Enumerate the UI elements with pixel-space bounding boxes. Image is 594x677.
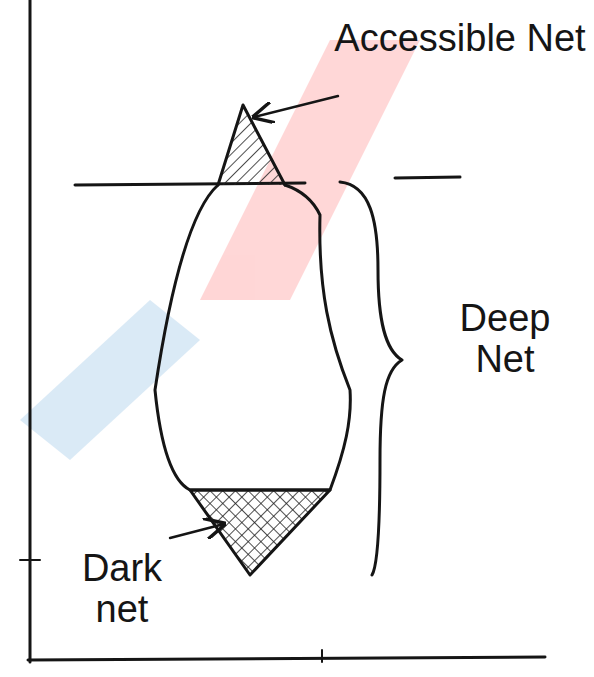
- axis-line: [28, 657, 545, 660]
- leader-arrow: [254, 96, 338, 117]
- surface-line: [395, 177, 460, 178]
- tick-mark: [321, 650, 323, 662]
- axis-line: [29, 0, 32, 662]
- dark-region: [190, 490, 330, 575]
- tick-mark: [20, 559, 40, 561]
- region-label: Accessible Net: [330, 18, 590, 59]
- watermark: [20, 40, 420, 460]
- brace: [340, 182, 402, 575]
- tip-region: [218, 105, 285, 185]
- region-label: Dark net: [52, 548, 192, 630]
- iceberg-body: [155, 185, 350, 490]
- region-label: Deep Net: [425, 298, 585, 380]
- leader-arrow: [170, 524, 224, 538]
